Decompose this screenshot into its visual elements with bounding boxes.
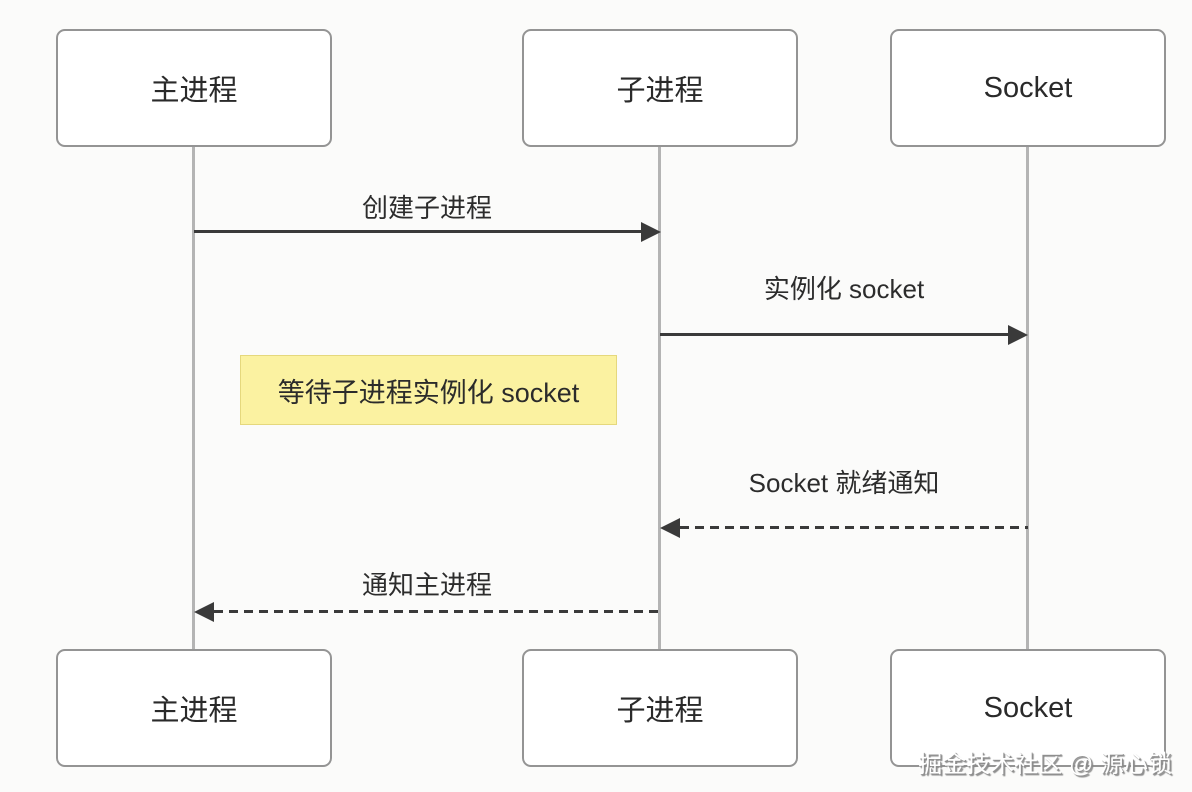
actor-box-child-process-bottom: 子进程 <box>522 649 798 767</box>
actor-label-main-process-bottom: 主进程 <box>150 695 238 727</box>
actor-label-socket-bottom: Socket <box>983 691 1073 724</box>
message-arrow-notify-main-process <box>214 610 660 613</box>
message-label-socket-ready-notification: Socket 就绪通知 <box>748 468 940 498</box>
lifeline-main-process <box>192 147 195 649</box>
actor-label-child-process-bottom: 子进程 <box>616 695 704 727</box>
note-wait-for-socket: 等待子进程实例化 socket <box>240 355 617 425</box>
arrowhead-left-icon <box>194 602 214 622</box>
note-label: 等待子进程实例化 socket <box>277 377 580 408</box>
message-arrow-create-child-process <box>194 230 644 233</box>
actor-box-main-process-top: 主进程 <box>56 29 332 147</box>
actor-box-main-process-bottom: 主进程 <box>56 649 332 767</box>
message-label-instantiate-socket: 实例化 socket <box>763 274 925 304</box>
arrowhead-right-icon <box>641 222 661 242</box>
watermark: 掘金技术社区 @ 源心锁 <box>918 751 1172 778</box>
lifeline-child-process <box>658 147 661 649</box>
message-arrow-socket-ready-notification <box>680 526 1028 529</box>
arrowhead-right-icon <box>1008 325 1028 345</box>
arrowhead-left-icon <box>660 518 680 538</box>
actor-box-socket-bottom: Socket <box>890 649 1166 767</box>
actor-box-child-process-top: 子进程 <box>522 29 798 147</box>
actor-label-socket-top: Socket <box>983 71 1073 104</box>
message-label-create-child-process: 创建子进程 <box>361 193 492 223</box>
actor-box-socket-top: Socket <box>890 29 1166 147</box>
actor-label-child-process-top: 子进程 <box>616 75 704 107</box>
actor-label-main-process-top: 主进程 <box>150 75 238 107</box>
lifeline-socket <box>1026 147 1029 649</box>
message-label-notify-main-process: 通知主进程 <box>361 570 492 600</box>
message-arrow-instantiate-socket <box>660 333 1012 336</box>
